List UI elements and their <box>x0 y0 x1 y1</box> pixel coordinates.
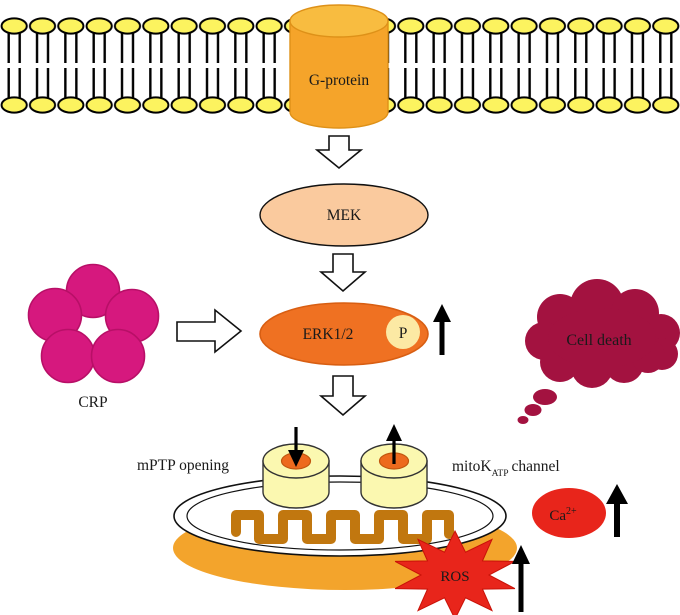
cloud-tail-dot <box>533 389 557 405</box>
calcium-label: Ca2+ <box>549 506 577 524</box>
g-protein-top <box>289 4 389 38</box>
crp-subunit <box>40 328 96 384</box>
erk-label: ERK1/2 <box>303 326 354 343</box>
cell-death-cloud: Cell death <box>517 279 680 424</box>
g-protein-cylinder: G-protein <box>289 4 389 129</box>
erk-ellipse: ERK1/2 P <box>259 302 429 366</box>
mek-shape <box>259 183 429 247</box>
mek-label: MEK <box>327 207 362 224</box>
cell-death-label: Cell death <box>566 332 631 349</box>
crp-subunit <box>90 328 146 384</box>
influx-down-arrow-icon <box>288 427 304 467</box>
g-protein-body <box>289 20 389 129</box>
right-arrow-icon <box>176 308 243 354</box>
mito-inner-membrane <box>186 481 494 551</box>
down-arrow-icon <box>314 135 364 170</box>
phosphate-label: P <box>399 325 408 342</box>
crp-label: CRP <box>78 394 107 411</box>
mito-cristae <box>231 510 454 544</box>
phosphate-badge <box>386 315 420 349</box>
erk-up-arrow-icon <box>433 304 451 355</box>
ros-up-arrow-icon <box>512 545 530 612</box>
ros-star: ROS <box>394 529 516 615</box>
down-arrow-icon <box>318 253 368 293</box>
ros-label: ROS <box>440 569 469 585</box>
calcium-up-arrow-icon <box>606 484 628 537</box>
efflux-up-arrow-icon <box>386 424 402 464</box>
ros-star-shape <box>394 529 516 615</box>
g-protein-label: G-protein <box>309 72 370 89</box>
mek-ellipse: MEK <box>259 183 429 247</box>
calcium-shape <box>532 488 606 538</box>
calcium-ellipse: Ca2+ <box>532 488 606 538</box>
crp-pentamer <box>27 263 160 384</box>
cloud-tail-dot <box>517 416 529 424</box>
cloud-tail-dot <box>524 404 542 416</box>
mptp-label: mPTP opening <box>137 457 229 474</box>
erk-shape <box>259 302 429 366</box>
cloud-center <box>548 308 656 368</box>
down-arrow-icon <box>318 375 368 417</box>
